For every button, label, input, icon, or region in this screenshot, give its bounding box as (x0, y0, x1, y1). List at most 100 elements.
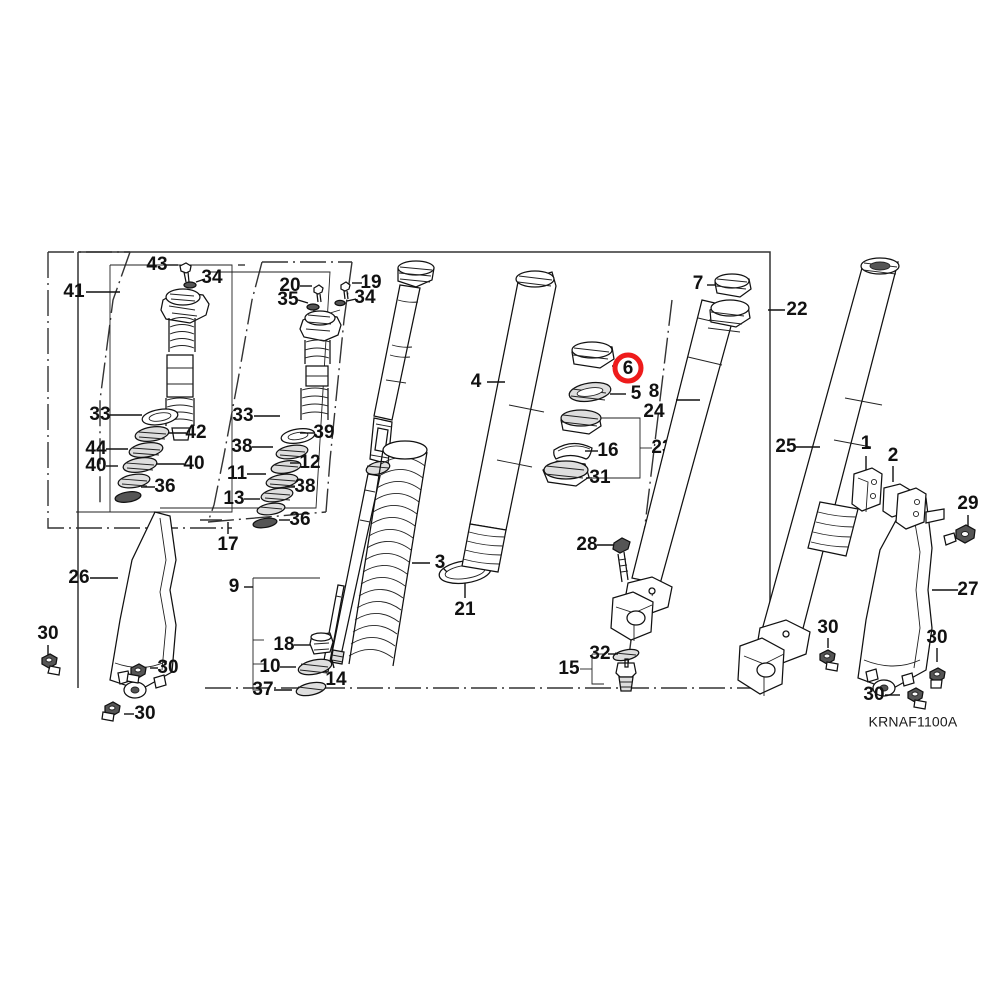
callout-36b: 36 (279, 509, 311, 530)
callout-30a: 30 (37, 623, 59, 655)
part-7-bushing (714, 273, 752, 298)
label-22: 22 (786, 299, 807, 320)
group-23-bracket (592, 417, 652, 479)
part-15-drain-bolt (615, 658, 637, 692)
label-36b: 36 (289, 509, 310, 530)
part-41-cartridge-assembly (114, 262, 210, 503)
label-42: 42 (185, 422, 206, 443)
label-30c: 30 (134, 703, 155, 724)
callout-8-24: 8 24 (643, 381, 700, 422)
part-16-stopper-ring (553, 442, 593, 460)
label-27: 27 (957, 579, 978, 600)
watermark-text: KRNAF1100A (869, 714, 958, 730)
callout-22: 22 (768, 299, 808, 320)
callout-35: 35 (277, 289, 309, 310)
callout-14: 14 (325, 659, 347, 690)
callout-29: 29 (957, 493, 979, 526)
label-39: 39 (313, 422, 334, 443)
label-10: 10 (259, 656, 280, 677)
callout-39: 39 (300, 422, 335, 443)
label-6: 6 (623, 358, 634, 379)
label-36a: 36 (154, 476, 175, 497)
part-22-slider-bushing (707, 299, 751, 333)
callout-2: 2 (888, 445, 898, 482)
label-25: 25 (775, 436, 797, 457)
label-41: 41 (63, 281, 85, 302)
callout-31: 31 (586, 467, 611, 488)
label-34b: 34 (354, 287, 376, 308)
part-30-bolt-e (907, 687, 927, 710)
group-17-inner-box (160, 271, 331, 509)
group-15-bracket (580, 653, 604, 685)
label-38a: 38 (231, 436, 252, 457)
part-31-dust-seal (542, 460, 590, 487)
callout-43: 43 (146, 254, 178, 275)
part-37-washer (295, 681, 327, 697)
label-12: 12 (299, 452, 320, 473)
part-3-spring (348, 440, 428, 667)
label-44: 44 (85, 438, 107, 459)
label-43: 43 (146, 254, 167, 275)
callout-32: 32 (589, 643, 618, 664)
callout-34a: 34 (195, 267, 223, 288)
label-17: 17 (217, 534, 238, 555)
label-4: 4 (471, 371, 482, 392)
callout-7: 7 (693, 273, 716, 294)
callout-33a: 33 (89, 404, 142, 425)
part-28-bolt (612, 537, 631, 583)
label-7: 7 (693, 273, 704, 294)
group-9-bracket (252, 577, 320, 691)
callout-28: 28 (576, 534, 614, 555)
label-26: 26 (68, 567, 89, 588)
callout-6-highlighted[interactable]: 6 (612, 352, 644, 384)
label-30b: 30 (157, 657, 178, 678)
washer-stack-left (114, 408, 179, 503)
part-23-oil-seal (560, 409, 602, 435)
callout-12: 12 (290, 452, 321, 473)
callout-30d: 30 (817, 617, 839, 648)
label-31: 31 (589, 467, 611, 488)
part-29-bolt (943, 524, 976, 546)
label-30e: 30 (863, 684, 884, 705)
callout-18: 18 (273, 634, 310, 655)
callout-40a: 40 (156, 453, 205, 474)
callout-15: 15 (558, 658, 580, 679)
label-20: 20 (279, 275, 300, 296)
label-11: 11 (227, 463, 248, 484)
callout-30c: 30 (124, 703, 156, 724)
part-4-fork-slider (461, 270, 557, 573)
label-14: 14 (325, 669, 347, 690)
callout-19: 19 (352, 272, 382, 293)
part-30-bolt-d (819, 649, 839, 672)
label-13: 13 (223, 488, 244, 509)
part-axle-holder-left (610, 576, 673, 641)
part-30-bolt-b (126, 663, 147, 684)
callout-37: 37 (252, 679, 292, 700)
callout-30b: 30 (150, 657, 179, 678)
label-33b: 33 (232, 405, 253, 426)
label-37: 37 (252, 679, 273, 700)
callout-26: 26 (68, 567, 118, 588)
label-30a: 30 (37, 623, 58, 644)
part-30-bolt-c (101, 701, 121, 722)
part-9-damper-rod (330, 260, 435, 665)
callout-21: 21 (454, 583, 476, 620)
label-29: 29 (957, 493, 978, 514)
callout-16: 16 (585, 440, 619, 461)
label-38b: 38 (294, 476, 315, 497)
part-17-assembly (252, 281, 351, 529)
callout-13: 13 (223, 488, 260, 509)
washer-stack-mid (252, 427, 316, 529)
part-30-bolt-f (929, 667, 946, 689)
part-8-24-inner-tube (631, 299, 737, 585)
callout-20: 20 (279, 275, 312, 296)
label-21: 21 (454, 599, 476, 620)
callout-33b: 33 (232, 405, 280, 426)
label-15: 15 (558, 658, 580, 679)
part-18-bushing (309, 632, 334, 655)
part-32-washer (612, 648, 640, 662)
callout-30f: 30 (926, 627, 948, 662)
label-40a: 40 (183, 453, 204, 474)
label-24: 24 (643, 401, 665, 422)
